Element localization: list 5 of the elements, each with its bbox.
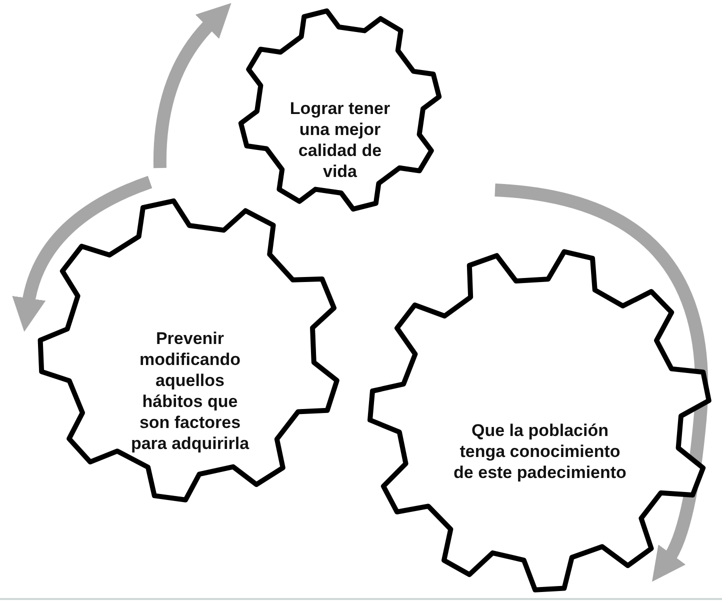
gear-shape [236,6,444,214]
gear-shape [366,246,714,594]
gear-label: Que la población tenga conocimiento de este padecimiento [452,420,628,483]
gear-label: Prevenir modificando aquellos hábitos que son factores para adquirirla [130,328,250,454]
gear-label: Lograr tener una mejor calidad de vida [288,98,392,182]
